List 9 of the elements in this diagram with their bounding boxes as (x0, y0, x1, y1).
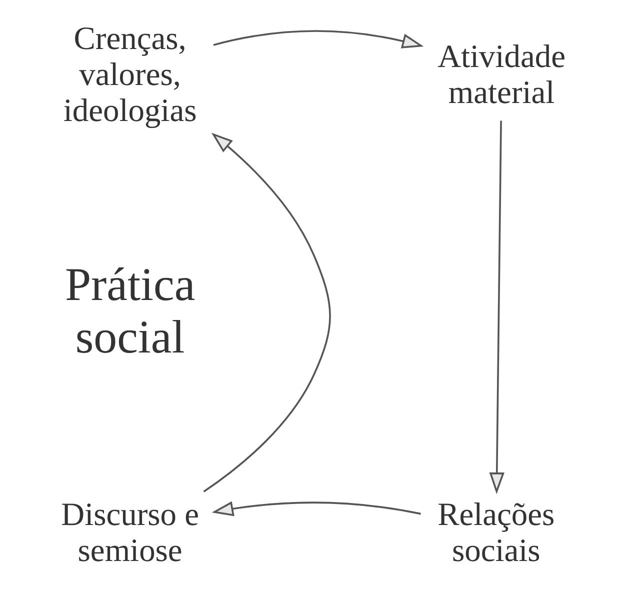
arrow (212, 30, 424, 48)
label: Prática social (64, 259, 195, 364)
arrow (211, 501, 420, 516)
arrow (202, 132, 330, 492)
node-text: Atividade material (437, 38, 565, 111)
arrow (488, 120, 504, 494)
node-text: Discurso e semiose (60, 496, 198, 569)
node-text: Relações sociais (437, 496, 554, 569)
node-text: Crenças, valores, ideologias (62, 20, 196, 129)
